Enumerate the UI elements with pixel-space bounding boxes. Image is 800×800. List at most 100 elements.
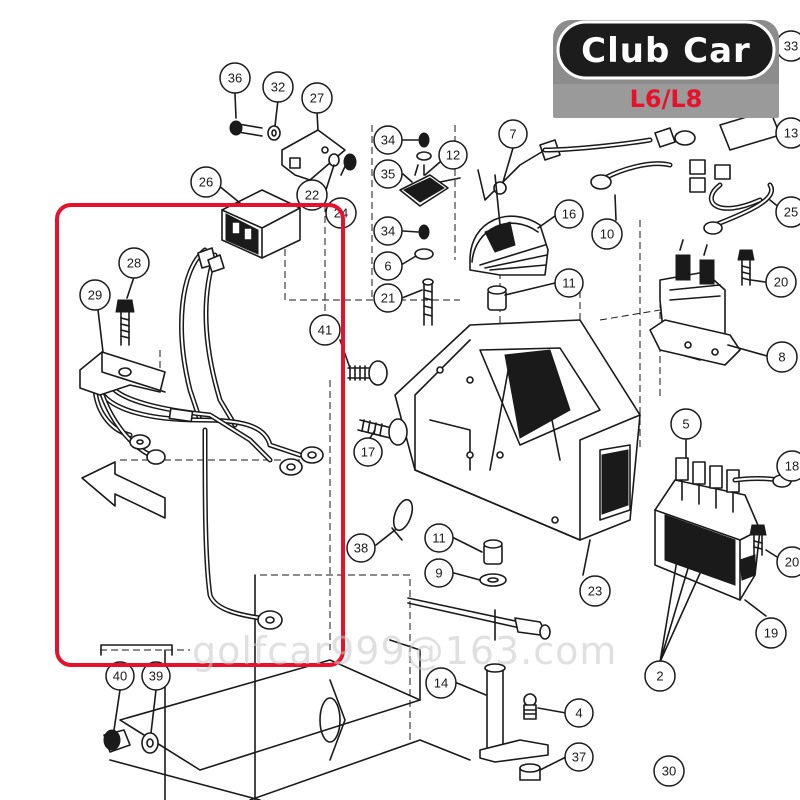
callout-23: 23 xyxy=(579,575,611,607)
callout-25: 25 xyxy=(775,196,800,228)
callout-5: 5 xyxy=(670,408,702,440)
callout-34-upper: 34 xyxy=(373,125,403,155)
svg-text:9: 9 xyxy=(435,566,442,581)
svg-text:36: 36 xyxy=(228,71,242,86)
washer-32 xyxy=(267,125,281,141)
bolt-41 xyxy=(347,360,388,386)
bolt-17 xyxy=(357,418,408,446)
callout-29: 29 xyxy=(79,279,111,311)
callout-27: 27 xyxy=(301,82,333,114)
callout-22: 22 xyxy=(296,179,328,211)
speed-sensor-shaft xyxy=(407,539,551,641)
callout-13: 13 xyxy=(775,117,800,149)
callout-21: 21 xyxy=(373,283,403,313)
callout-2: 2 xyxy=(644,660,676,692)
svg-text:23: 23 xyxy=(588,584,602,599)
svg-text:34: 34 xyxy=(381,224,395,239)
badge-subtitle: L6/L8 xyxy=(630,85,703,113)
callout-20-upper: 20 xyxy=(765,266,797,298)
ring-terminals xyxy=(129,247,324,630)
svg-text:4: 4 xyxy=(575,706,582,721)
callout-19: 19 xyxy=(755,617,787,649)
svg-text:19: 19 xyxy=(764,626,778,641)
nut-40 xyxy=(103,729,131,753)
limit-switch-12 xyxy=(399,164,461,207)
fuse-block-19 xyxy=(654,479,761,601)
nut-34-lower xyxy=(414,224,434,260)
svg-text:12: 12 xyxy=(446,148,460,163)
callout-11-lower: 11 xyxy=(424,523,454,553)
solenoid-8 xyxy=(649,239,741,366)
callout-4: 4 xyxy=(564,698,594,728)
bolt-20-upper xyxy=(737,249,755,286)
svg-text:32: 32 xyxy=(271,80,285,95)
callout-30: 30 xyxy=(653,755,685,787)
ball-stud-4 xyxy=(523,693,537,720)
callout-34-lower: 34 xyxy=(373,216,403,246)
cable-tie-38 xyxy=(391,498,414,541)
callout-35: 35 xyxy=(373,159,403,189)
svg-text:2: 2 xyxy=(656,669,663,684)
wiring-harness xyxy=(92,247,303,621)
svg-text:26: 26 xyxy=(199,175,213,190)
svg-text:40: 40 xyxy=(113,669,127,684)
potentiometer-gear-16 xyxy=(469,174,549,276)
svg-text:27: 27 xyxy=(310,91,324,106)
bolt-20-lower xyxy=(749,524,767,556)
callout-20-lower: 20 xyxy=(776,546,800,578)
callout-39: 39 xyxy=(141,661,171,691)
callout-11-upper: 11 xyxy=(554,268,584,298)
callout-40: 40 xyxy=(105,661,135,691)
svg-text:28: 28 xyxy=(127,256,141,271)
callout-28: 28 xyxy=(118,247,150,279)
svg-text:18: 18 xyxy=(785,459,799,474)
pedal-pin-14 xyxy=(479,663,549,763)
callout-6: 6 xyxy=(373,251,403,281)
callout-7: 7 xyxy=(498,119,528,149)
svg-text:16: 16 xyxy=(562,207,576,222)
callout-8: 8 xyxy=(766,341,798,373)
svg-text:11: 11 xyxy=(562,276,576,291)
nut-24 xyxy=(328,153,357,171)
callout-10: 10 xyxy=(591,218,623,250)
relay-26 xyxy=(221,189,301,259)
callout-41: 41 xyxy=(309,314,341,346)
svg-text:22: 22 xyxy=(305,188,319,203)
svg-text:29: 29 xyxy=(88,288,102,303)
svg-text:20: 20 xyxy=(785,555,799,570)
svg-text:11: 11 xyxy=(432,531,446,546)
svg-text:20: 20 xyxy=(774,275,788,290)
bolt-21 xyxy=(422,278,434,326)
washer-39 xyxy=(141,732,159,754)
svg-text:35: 35 xyxy=(381,167,395,182)
callout-33: 33 xyxy=(775,30,800,62)
svg-text:14: 14 xyxy=(434,676,448,691)
svg-text:37: 37 xyxy=(572,750,586,765)
bolt-36 xyxy=(229,120,263,137)
bracket-29 xyxy=(79,351,166,396)
svg-text:25: 25 xyxy=(784,205,798,220)
svg-text:17: 17 xyxy=(361,445,375,460)
callout-32: 32 xyxy=(262,71,294,103)
callout-14: 14 xyxy=(425,667,457,699)
callout-17: 17 xyxy=(353,437,383,467)
svg-text:21: 21 xyxy=(381,291,395,306)
svg-text:10: 10 xyxy=(600,227,614,242)
callout-26: 26 xyxy=(190,166,222,198)
svg-text:39: 39 xyxy=(149,669,163,684)
svg-text:34: 34 xyxy=(381,133,395,148)
arrow-left-icon xyxy=(81,461,166,519)
svg-text:7: 7 xyxy=(509,127,516,142)
callout-12: 12 xyxy=(438,140,468,170)
brand-badge: Club Car L6/L8 xyxy=(553,20,779,118)
bushing-11-upper xyxy=(487,285,507,311)
callout-37: 37 xyxy=(564,742,594,772)
fuses-5 xyxy=(675,457,740,513)
callout-18: 18 xyxy=(776,450,800,482)
callout-9: 9 xyxy=(424,558,454,588)
watermark: golfcar999@163.com xyxy=(192,629,617,673)
bolt-28 xyxy=(115,299,135,346)
svg-text:38: 38 xyxy=(354,541,368,556)
